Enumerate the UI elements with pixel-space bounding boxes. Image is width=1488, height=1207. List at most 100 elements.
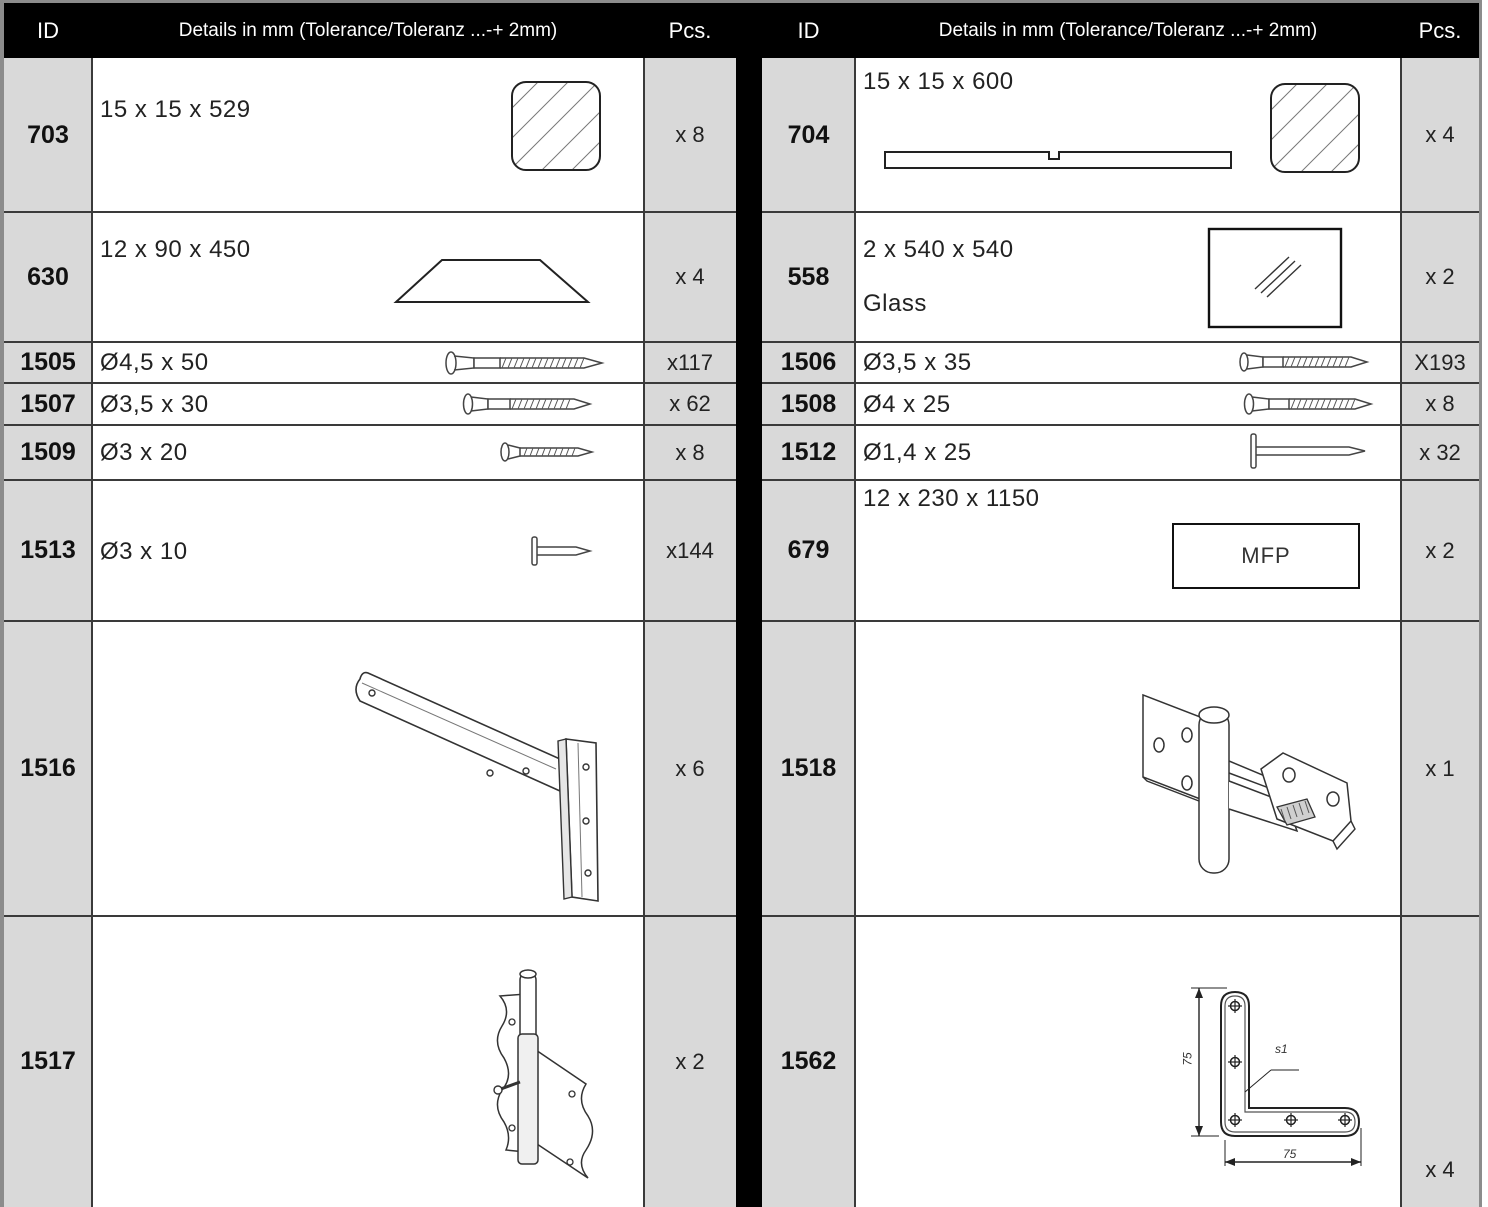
details-text: Ø3,5 x 30 — [100, 391, 209, 418]
grid-line — [4, 620, 736, 622]
row-details: Ø3,5 x 30 — [92, 383, 644, 425]
pin-hinge-icon — [493, 969, 594, 1179]
screw-icon — [1243, 393, 1374, 415]
details-text: 12 x 230 x 1150 — [863, 485, 1040, 512]
screw-icon — [500, 442, 595, 462]
grid-line — [91, 58, 93, 1207]
grid-line — [762, 382, 1479, 384]
screw-icon — [1239, 352, 1370, 372]
row-pcs: x 62 — [644, 383, 736, 425]
row-pcs: x 32 — [1401, 425, 1479, 480]
board-box-icon: MFP — [1172, 523, 1360, 589]
row-details: 75 75 s1 — [855, 916, 1401, 1207]
row-pcs: x 1 — [1401, 621, 1479, 916]
grid-line — [4, 211, 736, 213]
grid-line — [762, 424, 1479, 426]
hinge-bracket-icon — [1142, 693, 1356, 874]
grid-line — [4, 382, 736, 384]
header-details-right: Details in mm (Tolerance/Toleranz ...-+ … — [938, 19, 1318, 41]
row-pcs: X193 — [1401, 342, 1479, 383]
details-text: 15 x 15 x 529 — [100, 96, 251, 123]
row-pcs: x 8 — [1401, 383, 1479, 425]
screw-icon — [462, 393, 593, 415]
grid-line — [1400, 58, 1402, 1207]
row-id: 1508 — [762, 383, 855, 425]
header-pcs-left: Pcs. — [668, 17, 712, 43]
row-pcs: x 8 — [644, 425, 736, 480]
row-details: 15 x 15 x 600 — [855, 58, 1401, 212]
row-pcs: x117 — [644, 342, 736, 383]
header-pcs-right: Pcs. — [1418, 17, 1462, 43]
row-pcs: x 4 — [644, 212, 736, 342]
grid-line — [762, 479, 1479, 481]
row-details: Ø4,5 x 50 — [92, 342, 644, 383]
square-profile-icon — [1270, 83, 1360, 173]
row-pcs: x 6 — [644, 621, 736, 916]
row-id: 1517 — [4, 916, 92, 1207]
nail-icon — [531, 536, 593, 566]
row-details — [92, 621, 644, 916]
grid-line — [643, 58, 645, 1207]
trapezoid-board-icon — [393, 259, 591, 303]
details-text: 2 x 540 x 540 — [863, 236, 1014, 263]
row-details: 12 x 230 x 1150 MFP — [855, 480, 1401, 621]
screw-icon — [445, 351, 605, 375]
row-details: Ø3 x 10 — [92, 480, 644, 621]
bracket-width-dim: 75 — [1283, 1147, 1297, 1161]
details-text: Ø4,5 x 50 — [100, 349, 209, 376]
grid-line — [854, 58, 856, 1207]
grid-line — [4, 915, 736, 917]
table-header — [4, 3, 1479, 58]
header-id-right: ID — [797, 17, 820, 43]
row-details: Ø3 x 20 — [92, 425, 644, 480]
grid-line — [762, 915, 1479, 917]
angle-bracket-icon — [1191, 987, 1362, 1166]
header-id-left: ID — [37, 17, 59, 43]
column-divider — [736, 58, 762, 1207]
grid-line — [762, 620, 1479, 622]
grid-line — [4, 424, 736, 426]
row-pcs: x 4 — [1401, 58, 1479, 212]
details-text: Ø4 x 25 — [863, 391, 951, 418]
details-text: Ø3,5 x 35 — [863, 349, 972, 376]
row-id: 704 — [762, 58, 855, 212]
row-id: 679 — [762, 480, 855, 621]
header-details-left: Details in mm (Tolerance/Toleranz ...-+ … — [178, 19, 558, 41]
row-id: 1513 — [4, 480, 92, 621]
row-id: 1512 — [762, 425, 855, 480]
row-details — [92, 916, 644, 1207]
row-id: 1509 — [4, 425, 92, 480]
row-pcs: x 8 — [644, 58, 736, 212]
bracket-thickness-dim: s1 — [1275, 1042, 1288, 1056]
row-details: Ø4 x 25 — [855, 383, 1401, 425]
details-text: Ø3 x 20 — [100, 439, 188, 466]
row-pcs: x 2 — [1401, 480, 1479, 621]
glass-pane-icon — [1207, 227, 1343, 329]
row-id: 558 — [762, 212, 855, 342]
grid-line — [4, 479, 736, 481]
row-id: 630 — [4, 212, 92, 342]
row-pcs: x144 — [644, 480, 736, 621]
row-details — [855, 621, 1401, 916]
row-id: 1507 — [4, 383, 92, 425]
details-text: 12 x 90 x 450 — [100, 236, 251, 263]
details-text: Ø1,4 x 25 — [863, 439, 972, 466]
square-profile-icon — [511, 81, 601, 171]
bracket-height-dim: 75 — [1180, 1052, 1195, 1066]
row-details: 15 x 15 x 529 — [92, 58, 644, 212]
row-id: 1562 — [762, 916, 855, 1207]
row-details: 2 x 540 x 540 Glass — [855, 212, 1401, 342]
nail-icon — [1250, 433, 1366, 469]
details-text: 15 x 15 x 600 — [863, 68, 1014, 95]
row-pcs: x 2 — [644, 916, 736, 1207]
row-id: 703 — [4, 58, 92, 212]
grid-line — [762, 341, 1479, 343]
details-text: Ø3 x 10 — [100, 538, 188, 565]
row-id: 1516 — [4, 621, 92, 916]
board-material-label: MFP — [1241, 543, 1291, 568]
details-text-material: Glass — [863, 290, 927, 317]
grid-line — [4, 341, 736, 343]
row-pcs: x 2 — [1401, 212, 1479, 342]
row-id: 1506 — [762, 342, 855, 383]
grid-line — [762, 211, 1479, 213]
